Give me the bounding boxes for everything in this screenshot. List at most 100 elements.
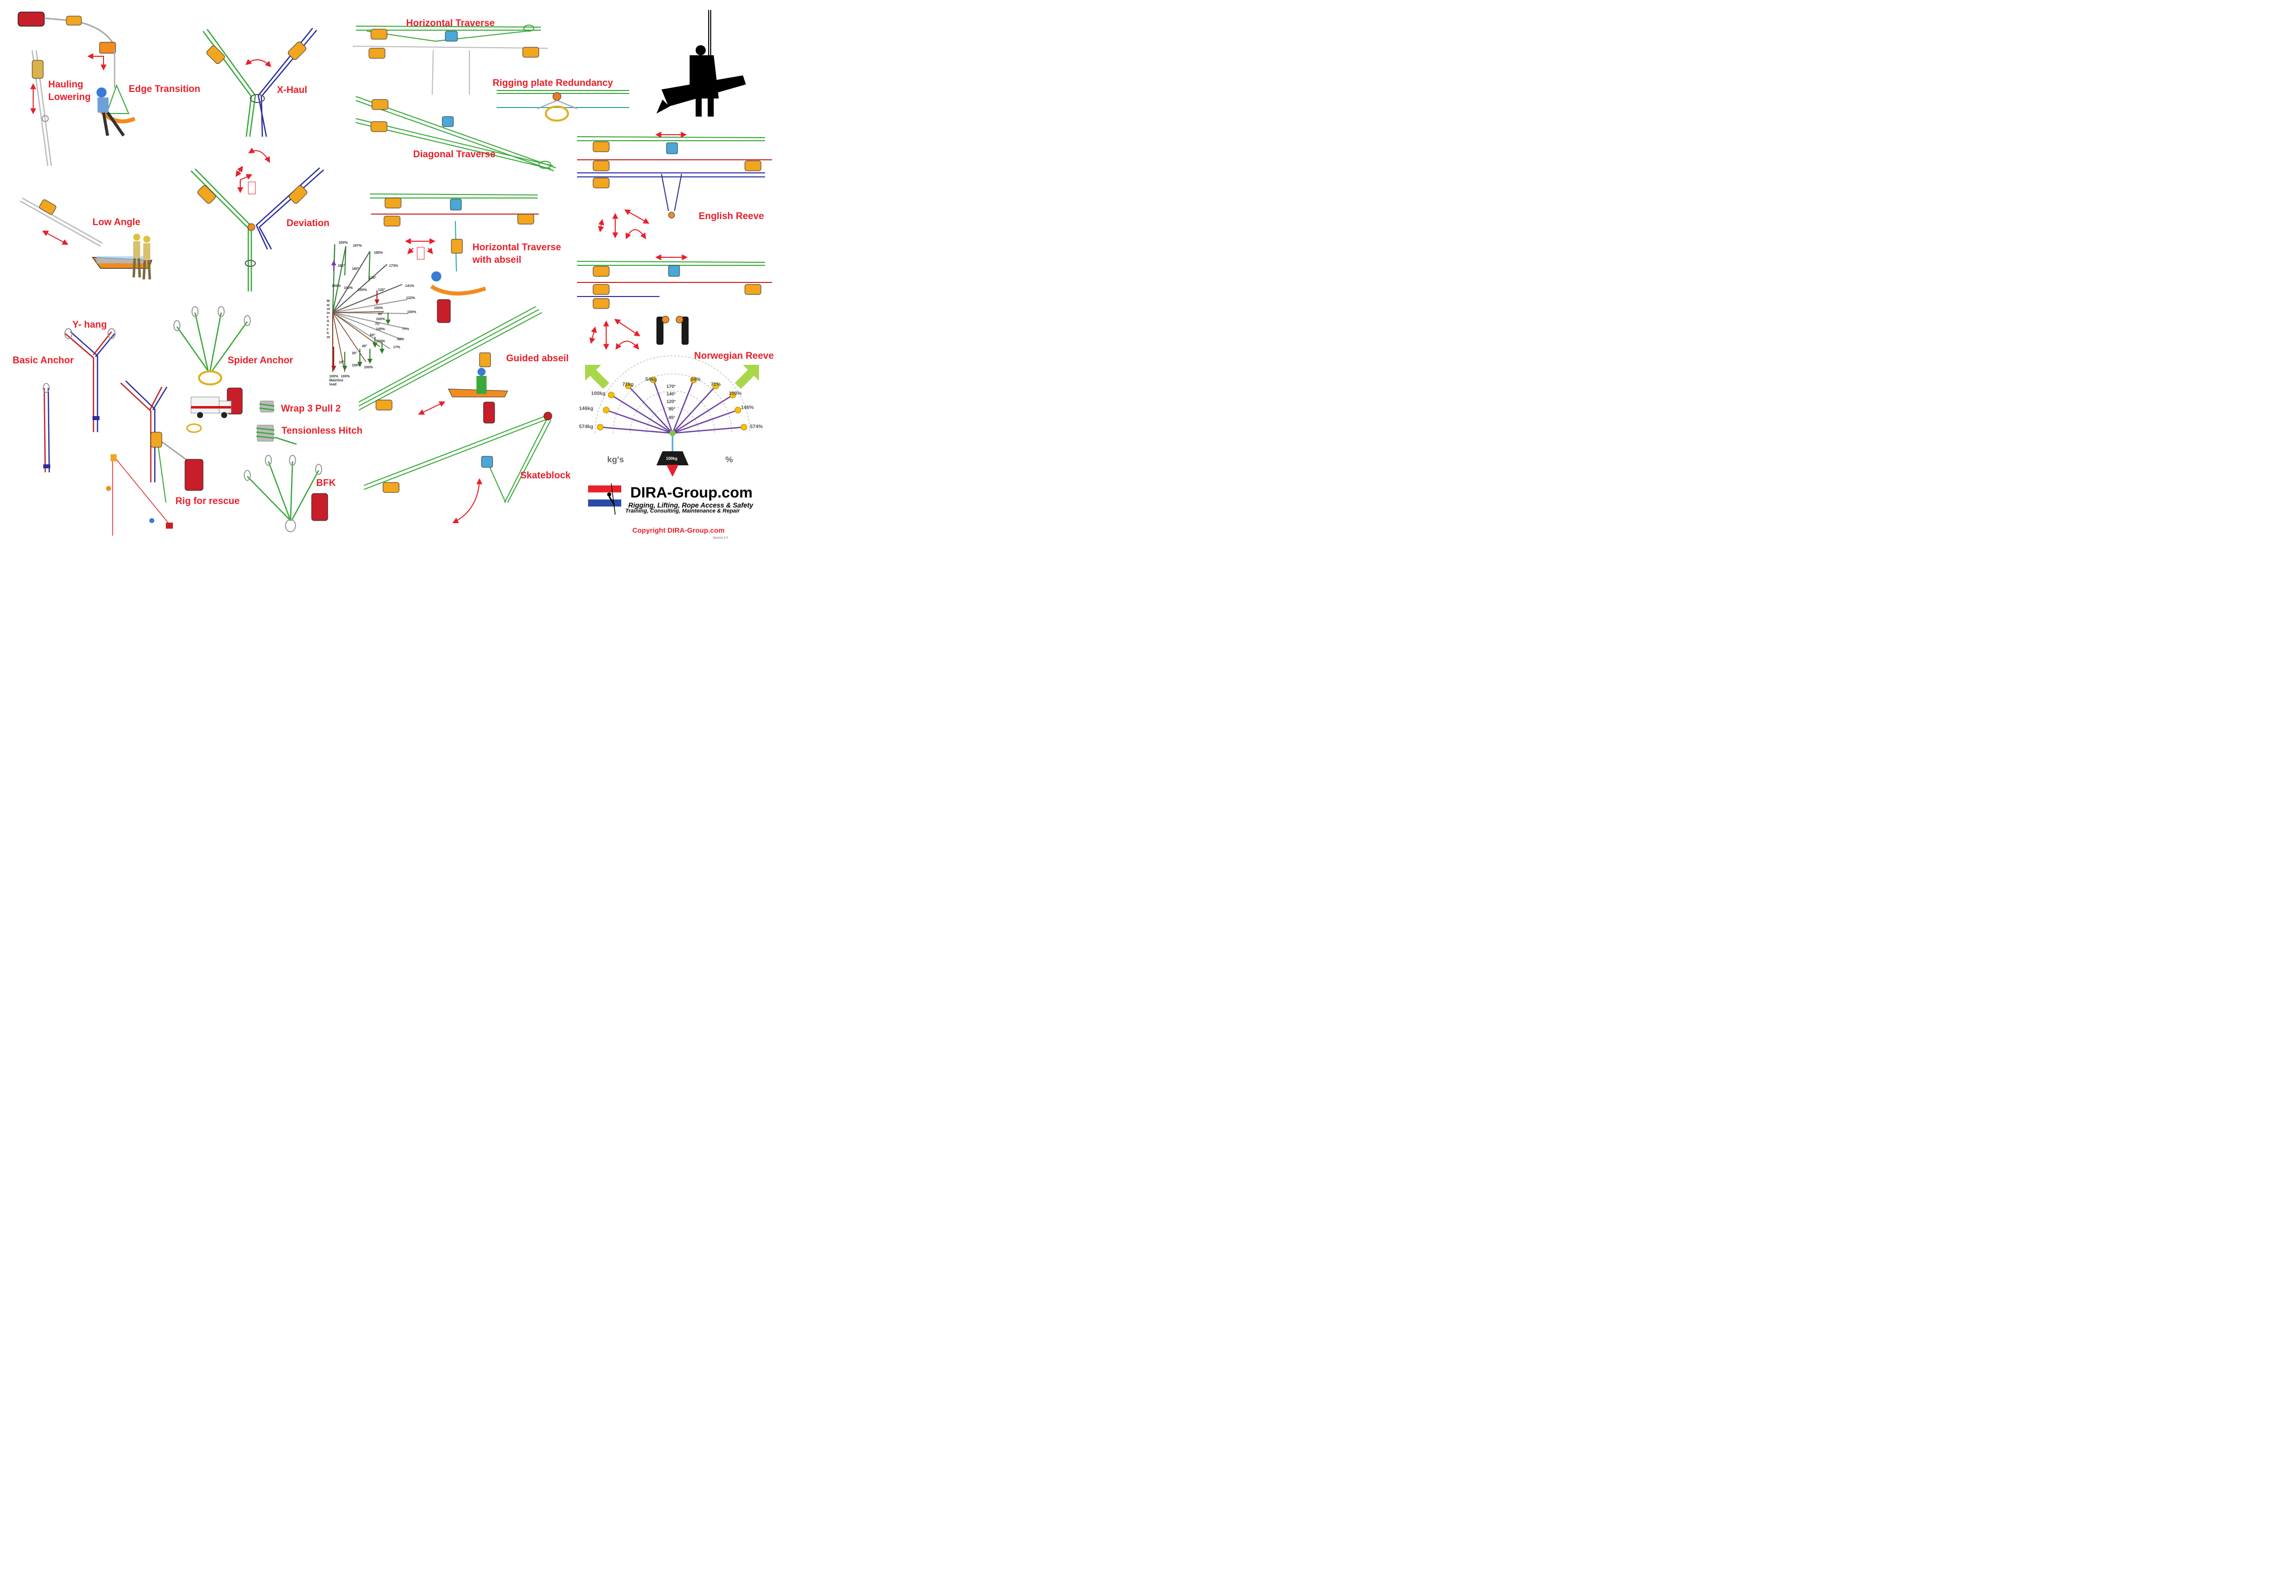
fan-chart-percent-value: 574% (750, 424, 763, 430)
fan-chart-angle-label: 90° (668, 407, 676, 412)
fan-chart-line (672, 394, 733, 434)
rope-bag-icon (184, 459, 204, 491)
angle-chart-angle-label: 45° (362, 345, 367, 348)
label-low-angle: Low Angle (92, 217, 141, 228)
fan-chart-node (712, 382, 719, 389)
ga-device-icon (375, 400, 393, 411)
angle-chart-bottom-percent: 100% (341, 375, 350, 378)
angle-chart-angle-label: 90° (378, 313, 384, 316)
version-text: Version 1.0 (713, 537, 728, 540)
label-diagonal-traverse: Diagonal Traverse (413, 149, 496, 160)
angle-chart-angle-label: 75° (375, 323, 380, 326)
horizontal-traverse-abseil-diagram (369, 193, 539, 323)
fan-chart-kg-value: 71kg (622, 382, 634, 387)
angle-chart-angle-label: 60° (370, 334, 375, 337)
english-reeve-diagram (577, 132, 772, 240)
fan-chart-percent-value: 100% (729, 391, 742, 396)
rope-bag-icon (18, 12, 45, 27)
angle-chart-top-percent: 197% (353, 244, 362, 248)
angle-chart-angle-label: 180° (338, 264, 345, 268)
fan-chart-kg-value: 100kg (591, 391, 606, 396)
fan-chart-node (650, 376, 657, 383)
label-english-reeve: English Reeve (699, 211, 764, 222)
rope-bag-icon (483, 402, 495, 424)
fan-chart-line (672, 385, 716, 434)
nr-pulley-left-icon (656, 317, 663, 345)
rigging-diagram-canvas (18, 10, 772, 536)
left-arrow-icon (585, 365, 609, 389)
descender-icon (32, 60, 44, 79)
fan-chart-node (625, 382, 632, 389)
nr-device3-icon (593, 298, 610, 309)
label-norwegian-reeve: Norwegian Reeve (694, 351, 774, 361)
fan-chart-line (672, 379, 695, 434)
angle-chart-bottom-percent: 100% (358, 288, 367, 292)
er-rigging-plate-icon (666, 142, 678, 154)
fan-chart-line (600, 426, 673, 434)
angle-chart-angle-label: 120° (378, 288, 386, 292)
right-arrow-icon (735, 365, 759, 389)
fan-chart-kg-value: 146kg (579, 406, 594, 412)
hta-device3-icon (517, 214, 534, 225)
fan-chart-line (672, 409, 738, 434)
angle-chart-top-percent: 141% (405, 284, 414, 288)
x-haul-left-device-icon (206, 45, 225, 64)
hauling-lowering-diagram (18, 12, 136, 166)
skateblock-diagram (363, 412, 552, 524)
fan-chart-angle-label: 140° (666, 391, 676, 396)
er-device3-icon (593, 177, 610, 188)
fan-chart-node (729, 391, 736, 398)
nr-device4-icon (744, 284, 761, 295)
brand-tagline-2: Training, Consulting, Maintenance & Repa… (625, 508, 740, 514)
low-angle-diagram (20, 197, 153, 280)
angle-chart-bottom-percent: 100% (332, 284, 341, 288)
label-edge-transition: Edge Transition (129, 84, 201, 94)
fan-chart-node (608, 391, 615, 398)
angle-chart-bottom-percent: 100% (364, 366, 373, 369)
label-rigging-plate-redundancy: Rigging plate Redundancy (493, 78, 613, 88)
angle-chart-top-percent: 173% (389, 264, 398, 268)
fan-chart-percent-value: 146% (741, 405, 754, 411)
angle-chart-top-percent: 122% (406, 296, 415, 300)
tensionless-hitch-diagram (256, 425, 297, 445)
load-weight-icon (656, 451, 689, 465)
ga-descender-icon (479, 352, 491, 367)
er-device4-icon (744, 160, 761, 171)
rigging-plate-redundancy-diagram (497, 90, 629, 122)
brand-name: DIRA-Group.com (630, 484, 753, 501)
angle-chart-top-percent: 77% (402, 328, 410, 331)
fan-chart-angle-label: 170° (666, 384, 676, 389)
ht-right-device-icon (522, 47, 539, 58)
fan-chart-line (606, 409, 673, 434)
nr-rigging-plate-icon (668, 265, 680, 277)
ambulance-icon (190, 396, 232, 418)
label-skateblock: Skateblock (520, 470, 571, 481)
fan-chart-line (652, 379, 674, 434)
label-horizontal-traverse: Horizontal Traverse (406, 18, 495, 29)
fan-chart-angle-label: 45° (668, 415, 676, 420)
mainline-anchor-label: Mainline Anchor (327, 300, 330, 339)
label-deviation: Deviation (286, 218, 330, 229)
horizontal-traverse-diagram (352, 25, 548, 95)
brand-tagline-1: Rigging, Lifting, Rope Access & Safety (628, 502, 753, 509)
label-tensionless-hitch: Tensionless Hitch (281, 426, 363, 436)
wrap-3-pull-2-diagram (259, 401, 275, 413)
ht-left-device-icon (370, 29, 388, 40)
rescuer-figures-icon (132, 234, 151, 280)
label-guided-abseil: Guided abseil (506, 353, 569, 364)
fan-chart-line (672, 426, 744, 434)
hta-device-icon (385, 197, 402, 209)
angle-chart-top-percent: 185% (374, 251, 383, 255)
dt-device2-icon (370, 121, 388, 132)
nr-device-icon (593, 266, 610, 277)
fan-chart-node (690, 376, 697, 383)
fan-chart-percent-value: 71% (711, 382, 721, 387)
bfk-diagram (244, 455, 328, 532)
label-hauling-lowering: Hauling Lowering (48, 79, 91, 103)
angle-chart-bottom-percent: 100% (376, 340, 385, 343)
ht-rigging-plate-icon (445, 31, 458, 42)
fan-chart-node (603, 407, 610, 414)
label-wrap-3-pull-2: Wrap 3 Pull 2 (281, 404, 341, 414)
angle-chart-angle-label: 10° (339, 361, 344, 364)
guided-abseil-diagram (358, 306, 542, 424)
